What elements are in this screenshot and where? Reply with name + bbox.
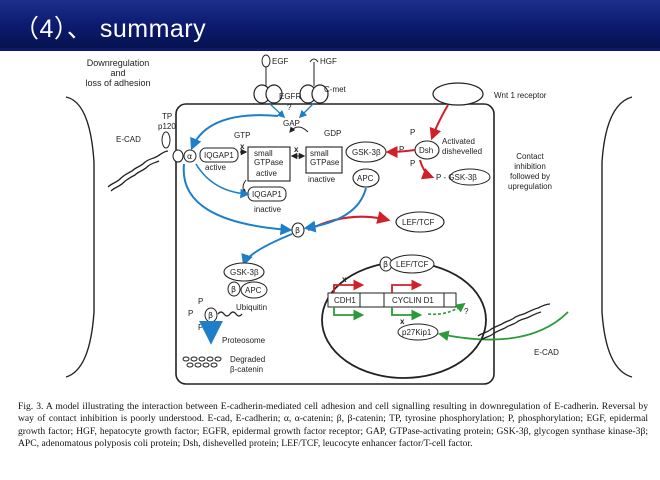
egf-label: EGF <box>272 57 289 66</box>
small-gtpase-active-box <box>247 146 291 182</box>
beta-catenin-membrane-icon <box>172 149 184 163</box>
svg-text:β: β <box>208 311 213 320</box>
svg-text:active: active <box>256 169 277 178</box>
beta-catenin-complex-icon <box>227 281 241 297</box>
downregulation-label: Downregulation <box>87 58 150 68</box>
apc-lower-label: APC <box>245 286 262 295</box>
gsk3b-lower-label: GSK-3β <box>230 268 259 277</box>
cell-membrane <box>175 103 495 385</box>
svg-text:loss of adhesion: loss of adhesion <box>85 78 150 88</box>
tp-label: TP <box>162 112 172 121</box>
iqgap1-inactive-label: inactive <box>254 205 282 214</box>
apc-upper-label: APC <box>357 174 374 183</box>
gdp-label: GDP <box>324 129 341 138</box>
svg-text:α: α <box>187 152 192 161</box>
svg-text:small: small <box>254 149 273 158</box>
svg-text:β: β <box>295 226 300 235</box>
small-gtpase-inactive-box <box>305 146 343 174</box>
svg-text:P: P <box>188 309 193 318</box>
lef-tcf-cytoplasm-icon <box>395 211 445 233</box>
svg-text:P: P <box>198 297 203 306</box>
wnt1-receptor-label: Wnt 1 receptor <box>494 91 547 100</box>
hgf-ligand-icon <box>309 58 319 68</box>
svg-text:P: P <box>399 145 404 154</box>
iqgap1-active-label: active <box>205 163 226 172</box>
cross-cdh1-red-icon: x <box>342 275 347 284</box>
svg-text:x: x <box>240 142 245 151</box>
figure-caption: Fig. 3. A model illustrating the interac… <box>18 401 648 450</box>
p120-label: p120 <box>158 122 176 131</box>
nucleus-question-mark: ? <box>464 307 469 316</box>
ubiquitin-chain-icon <box>217 311 243 317</box>
egf-ligand-icon <box>261 54 271 68</box>
svg-text:inhibition: inhibition <box>514 162 546 171</box>
ecad-left-label: E-CAD <box>116 135 141 144</box>
gsk3b-lower-icon <box>223 262 265 282</box>
svg-text:GTPase: GTPase <box>310 158 340 167</box>
gtp-label: GTP <box>234 131 250 140</box>
slide-header: （4）、 summary <box>0 0 660 48</box>
svg-text:P: P <box>410 128 415 137</box>
dsh-label: Dsh <box>419 146 433 155</box>
ubiquitin-label: Ubiquitin <box>236 303 267 312</box>
iqgap1-active-box <box>199 147 239 163</box>
gap-label: GAP <box>283 119 300 128</box>
svg-text:β-catenin: β-catenin <box>230 365 263 374</box>
egfr-label: EGFR <box>279 92 301 101</box>
apc-lower-icon <box>240 281 268 299</box>
activated-dishevelled-label: Activated <box>442 137 475 146</box>
cross-cyclin-green-icon: x <box>400 317 405 326</box>
header-divider <box>0 48 660 51</box>
svg-text:β: β <box>383 260 388 269</box>
svg-text:dishevelled: dishevelled <box>442 147 482 156</box>
svg-text:upregulation: upregulation <box>508 182 552 191</box>
ecad-left-chain <box>107 150 169 192</box>
svg-text:followed by: followed by <box>510 172 550 181</box>
svg-text:GTPase: GTPase <box>254 158 284 167</box>
svg-text:and: and <box>110 68 125 78</box>
slide-title: （4）、 summary <box>14 15 207 43</box>
p27kip1-label: p27Kip1 <box>402 328 432 337</box>
apc-upper-icon <box>352 168 380 188</box>
signalling-diagram: Downregulation and loss of adhesion EGF … <box>65 54 633 385</box>
svg-text:IQGAP1: IQGAP1 <box>204 151 234 160</box>
cmet-label: C-met <box>324 85 347 94</box>
gsk3b-upper-label: GSK-3β <box>352 148 381 157</box>
wnt1-receptor-icon <box>432 82 484 106</box>
degraded-fragments-icon <box>182 356 222 368</box>
svg-text:small: small <box>310 149 329 158</box>
p-gsk3b-label: P - GSK-3β <box>436 173 477 182</box>
cdh1-gene-label: CDH1 <box>334 296 356 305</box>
svg-text:P: P <box>198 323 203 332</box>
receptor-question-mark: ? <box>287 103 292 112</box>
lef-tcf-cytoplasm-label: LEF/TCF <box>402 218 435 227</box>
svg-text:IQGAP1: IQGAP1 <box>252 190 282 199</box>
degraded-label: Degraded <box>230 355 265 364</box>
cyclin-d1-gene-label: CYCLIN D1 <box>392 296 434 305</box>
svg-text:β: β <box>231 285 236 294</box>
proteosome-label: Proteosome <box>222 336 266 345</box>
svg-text:inactive: inactive <box>308 175 336 184</box>
lef-tcf-nuclear-label: LEF/TCF <box>396 260 429 269</box>
left-cell-membrane <box>65 96 95 378</box>
ecad-right-label: E-CAD <box>534 348 559 357</box>
cross-gtpase-icon: x <box>294 145 299 154</box>
svg-text:P: P <box>410 159 415 168</box>
p120-icon <box>161 131 171 149</box>
lef-tcf-nuclear-icon <box>389 254 435 274</box>
ecad-right-chain <box>477 303 551 341</box>
hgf-label: HGF <box>320 57 337 66</box>
alpha-catenin-icon <box>183 149 197 163</box>
right-cell-membrane <box>601 96 633 378</box>
contact-inhibition-label: Contact <box>516 152 544 161</box>
